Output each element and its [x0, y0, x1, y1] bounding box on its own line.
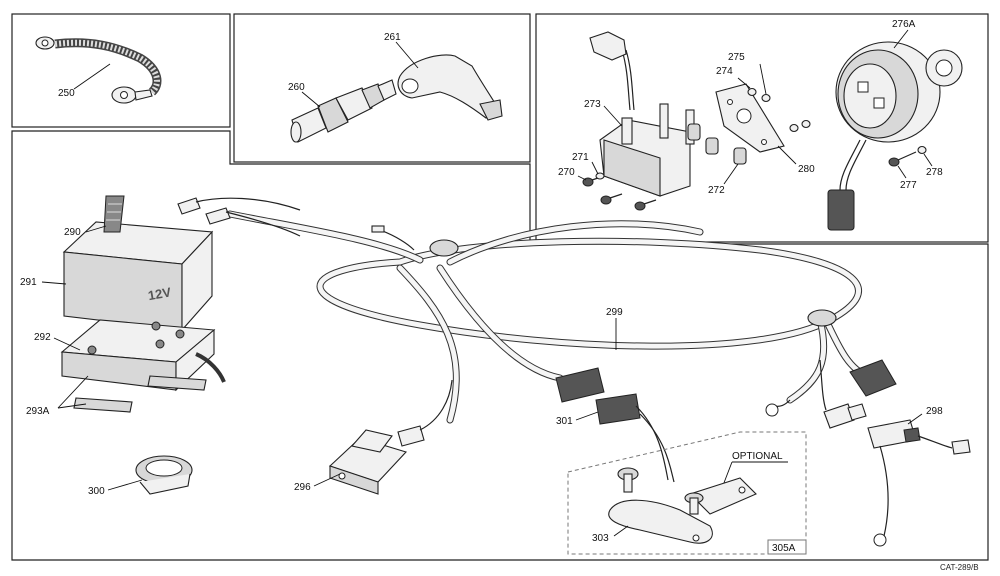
- panel-spark-plug: [233, 13, 531, 163]
- ground-strap-250: [35, 36, 162, 104]
- harness-terminals: [177, 197, 301, 237]
- label-300: 300: [88, 486, 105, 497]
- battery-291: 12V: [62, 221, 214, 332]
- label-273: 273: [584, 99, 601, 110]
- label-250: 250: [58, 88, 75, 99]
- label-274: 274: [716, 66, 733, 77]
- optional-kit-box: [567, 431, 807, 555]
- battery-voltage-text: 12V: [147, 284, 173, 303]
- label-301: 301: [556, 416, 573, 427]
- panel-ignition: [535, 13, 989, 243]
- label-291: 291: [20, 277, 37, 288]
- kit-305A-box: [767, 539, 807, 555]
- mounting-plate-280: [715, 83, 785, 153]
- connector-301: [555, 367, 675, 483]
- label-278: 278: [926, 167, 943, 178]
- washers-274-275: [747, 87, 811, 133]
- panel-ground-strap: [11, 13, 231, 128]
- label-292: 292: [34, 332, 51, 343]
- tape-roll-300: [135, 455, 193, 495]
- flywheel-rotor-276A: [827, 41, 963, 231]
- label-272: 272: [708, 185, 725, 196]
- optional-label: OPTIONAL: [732, 451, 783, 462]
- label-261: 261: [384, 32, 401, 43]
- label-277: 277: [900, 180, 917, 191]
- label-299: 299: [606, 307, 623, 318]
- label-276A: 276A: [892, 19, 916, 30]
- spacers-272: [687, 123, 747, 165]
- label-305A: 305A: [772, 543, 796, 554]
- bolts-270: [582, 172, 657, 211]
- plug-cap-261: [397, 54, 503, 121]
- label-303: 303: [592, 533, 609, 544]
- battery-strap-290: [103, 195, 125, 233]
- label-293A: 293A: [26, 406, 50, 417]
- label-270: 270: [558, 167, 575, 178]
- screw-277: [888, 145, 927, 167]
- label-271: 271: [572, 152, 589, 163]
- clamp-bars-293A: [73, 375, 207, 413]
- label-260: 260: [288, 82, 305, 93]
- spark-plug-260: [290, 79, 397, 143]
- label-275: 275: [728, 52, 745, 63]
- harness-right-leads: [765, 359, 897, 429]
- label-296: 296: [294, 482, 311, 493]
- ignition-coil-273: [589, 31, 695, 197]
- pickup-bracket-303: [608, 467, 757, 544]
- label-298: 298: [926, 406, 943, 417]
- connector-298: [867, 419, 971, 547]
- wiring-harness-299: [226, 210, 872, 424]
- catalog-code: CAT-289/B: [940, 563, 979, 572]
- battery-tray-292: [60, 319, 226, 392]
- label-280: 280: [798, 164, 815, 175]
- regulator-296: [328, 379, 453, 495]
- label-290: 290: [64, 227, 81, 238]
